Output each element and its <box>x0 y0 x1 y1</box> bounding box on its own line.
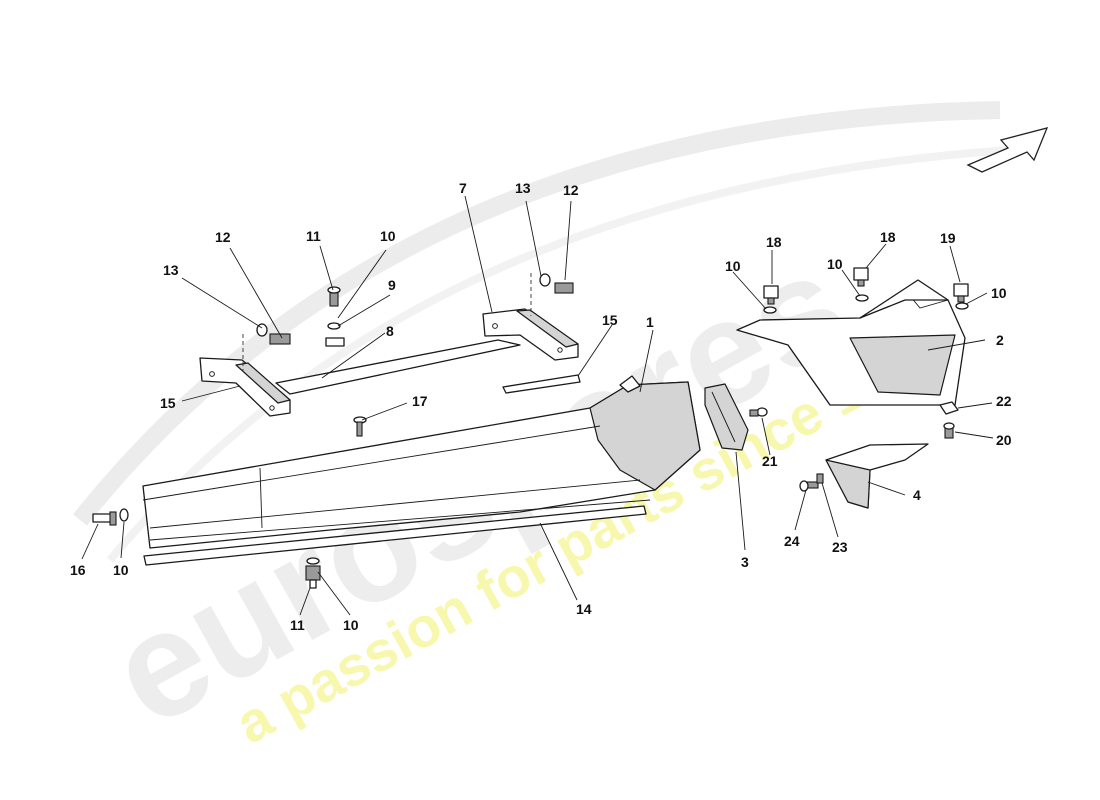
callout-15-bracket: 15 <box>160 395 176 411</box>
part-left-bracket <box>199 357 291 417</box>
fasteners <box>92 267 969 589</box>
callout-17: 17 <box>412 393 428 409</box>
callout-labels: 1 2 3 4 7 8 9 10 10 10 10 10 10 11 11 12… <box>70 180 1012 633</box>
callout-10-bottom: 10 <box>343 617 359 633</box>
callout-16: 16 <box>70 562 86 578</box>
part-clip <box>704 383 749 451</box>
callout-18-b: 18 <box>880 229 896 245</box>
alignment-lines <box>242 273 532 372</box>
callout-4: 4 <box>913 487 921 503</box>
callout-10-intake-a: 10 <box>725 258 741 274</box>
part-right-bracket <box>482 308 579 361</box>
callout-10-intake-b: 10 <box>827 256 843 272</box>
callout-20: 20 <box>996 432 1012 448</box>
part-upper-trim <box>275 339 521 395</box>
callout-14: 14 <box>576 601 592 617</box>
callout-1: 1 <box>646 314 654 330</box>
part-small-strip <box>502 374 581 394</box>
callout-3: 3 <box>741 554 749 570</box>
callout-10-left: 10 <box>113 562 129 578</box>
part-side-skirt <box>142 375 701 549</box>
callout-21: 21 <box>762 453 778 469</box>
part-lower-strip <box>143 505 647 566</box>
leader-lines <box>81 195 994 616</box>
callout-13-right: 13 <box>515 180 531 196</box>
callout-9: 9 <box>388 277 396 293</box>
callout-22: 22 <box>996 393 1012 409</box>
callout-15-strip: 15 <box>602 312 618 328</box>
callout-12-left: 12 <box>215 229 231 245</box>
part-deflector <box>825 443 929 509</box>
callout-11-top: 11 <box>306 228 321 244</box>
callout-10-top: 10 <box>380 228 396 244</box>
callout-8: 8 <box>386 323 394 339</box>
callout-12-right: 12 <box>563 182 579 198</box>
callout-24: 24 <box>784 533 800 549</box>
callout-7: 7 <box>459 180 467 196</box>
callout-10-intake-c: 10 <box>991 285 1007 301</box>
direction-arrow-icon <box>966 127 1049 173</box>
callout-19: 19 <box>940 230 956 246</box>
callout-13-left: 13 <box>163 262 179 278</box>
callout-23: 23 <box>832 539 848 555</box>
callout-18-a: 18 <box>766 234 782 250</box>
callout-2: 2 <box>996 332 1004 348</box>
callout-11-bottom: 11 <box>290 617 305 633</box>
